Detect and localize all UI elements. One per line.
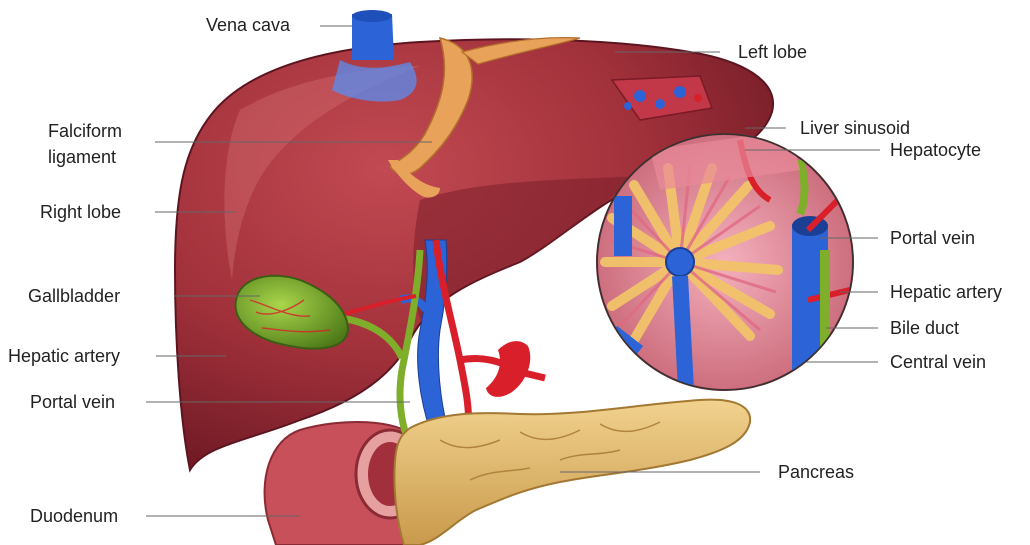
label-bile-duct: Bile duct <box>890 317 959 339</box>
label-vena-cava: Vena cava <box>206 14 290 36</box>
label-right-lobe: Right lobe <box>40 201 121 223</box>
label-liver-sinusoid: Liver sinusoid <box>800 117 910 139</box>
label-central-vein: Central vein <box>890 351 986 373</box>
label-duodenum: Duodenum <box>30 505 118 527</box>
label-portal-vein-left: Portal vein <box>30 391 115 413</box>
label-portal-vein-right: Portal vein <box>890 227 975 249</box>
label-hepatic-artery-left: Hepatic artery <box>8 345 120 367</box>
label-falciform-line2: ligament <box>48 146 116 168</box>
label-pancreas: Pancreas <box>778 461 854 483</box>
label-gallbladder: Gallbladder <box>28 285 120 307</box>
label-hepatic-artery-right: Hepatic artery <box>890 281 1002 303</box>
label-falciform-line1: Falciform <box>48 120 122 142</box>
lobule-magnification <box>597 130 853 394</box>
label-left-lobe: Left lobe <box>738 41 807 63</box>
label-hepatocyte: Hepatocyte <box>890 139 981 161</box>
